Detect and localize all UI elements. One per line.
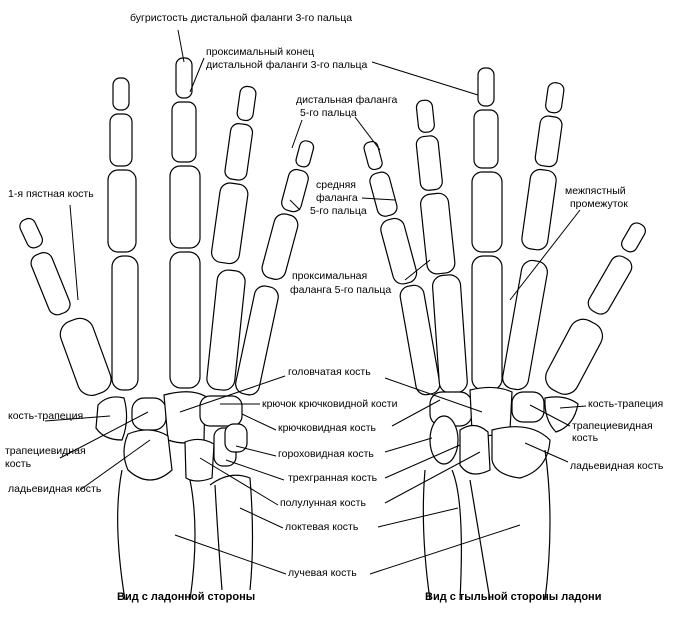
- label-middle5-3: 5-го пальца: [310, 205, 367, 217]
- label-trapezoid-right-2: кость: [572, 432, 599, 444]
- label-distal5-2: 5-го пальца: [300, 107, 357, 119]
- label-trapezoid-left-2: кость: [5, 458, 32, 470]
- label-hamate: крючковидная кость: [278, 422, 376, 434]
- label-lunate: полулунная кость: [280, 497, 366, 509]
- label-tuberosity: бугристость дистальной фаланги 3-го паль…: [130, 12, 353, 24]
- label-scaphoid-right: ладьевидная кость: [570, 460, 664, 472]
- label-scaphoid-left: ладьевидная кость: [8, 483, 102, 495]
- label-capitate: головчатая кость: [288, 366, 371, 378]
- label-trapezoid-left-1: трапециевидная: [5, 445, 86, 457]
- label-trapezoid-right-1: трапециевидная: [572, 420, 653, 432]
- label-proximal5-2: фаланга 5-го пальца: [290, 284, 392, 296]
- right-hand: [354, 61, 646, 601]
- label-metacarpal1: 1-я пястная кость: [8, 188, 94, 200]
- caption-palmar: Вид с ладонной стороны: [117, 591, 256, 603]
- caption-dorsal: Вид с тыльной стороны ладони: [425, 591, 602, 603]
- label-pisiform: гороховидная кость: [278, 448, 374, 460]
- label-interosseous-2: промежуток: [570, 198, 628, 210]
- label-proximal5-1: проксимальная: [292, 270, 368, 282]
- label-proximal-end-2: дистальной фаланги 3-го пальца: [206, 59, 368, 71]
- left-hand: [19, 29, 315, 601]
- label-proximal-end-1: проксимальный конец: [206, 46, 315, 58]
- label-middle5-2: фаланга: [316, 192, 358, 204]
- label-trapezium-left: кость-трапеция: [8, 410, 84, 422]
- label-middle5-1: средняя: [316, 179, 356, 191]
- label-ulna: локтевая кость: [285, 521, 359, 533]
- label-radius: лучевая кость: [288, 567, 357, 579]
- label-distal5-1: дистальная фаланга: [296, 94, 398, 106]
- label-triquetrum: трехгранная кость: [288, 472, 378, 484]
- label-trapezium-right: кость-трапеция: [588, 398, 664, 410]
- label-interosseous-1: межпястный: [565, 185, 626, 197]
- label-hamulus: крючок крючковидной кости: [262, 398, 398, 410]
